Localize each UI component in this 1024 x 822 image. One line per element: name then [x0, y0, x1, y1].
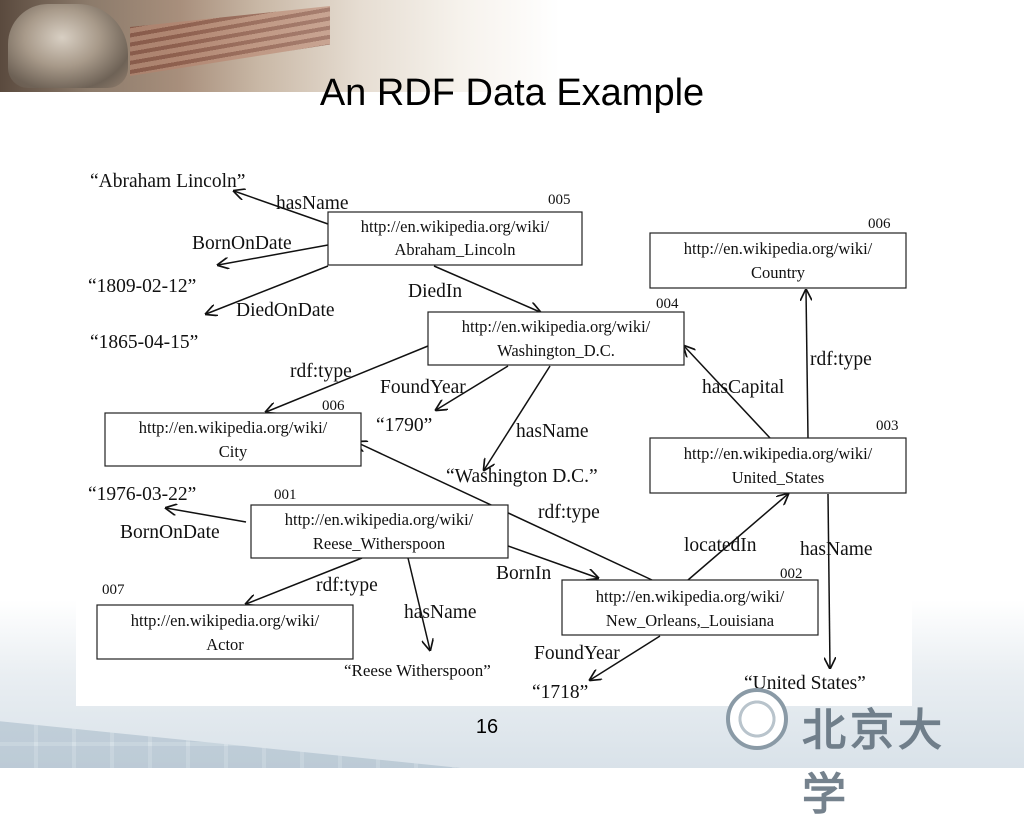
node-box	[96, 604, 354, 660]
literal-abraham-lincoln: “Abraham Lincoln”	[90, 171, 245, 192]
node-uri-line1: http://en.wikipedia.org/wiki/	[684, 444, 873, 463]
node-id: 005	[548, 192, 571, 208]
predicate-label: locatedIn	[684, 535, 757, 556]
edge-dc-foundyear	[436, 365, 509, 410]
literals: “Abraham Lincoln” “1809-02-12” “1865-04-…	[88, 171, 866, 703]
predicate-label: rdf:type	[538, 502, 600, 523]
predicate-label: hasName	[276, 193, 349, 214]
resource-node: 006 http://en.wikipedia.org/wiki/ City	[104, 398, 362, 467]
edge-neworleans-foundyear	[590, 635, 661, 680]
edge-lincoln-hasname	[234, 191, 329, 225]
resource-node: 004 http://en.wikipedia.org/wiki/ Washin…	[427, 296, 685, 366]
node-uri-line2: Abraham_Lincoln	[395, 240, 516, 259]
node-uri-line1: http://en.wikipedia.org/wiki/	[462, 317, 651, 336]
edge-dc-hasname	[484, 365, 551, 470]
rdf-graph-diagram: 005 http://en.wikipedia.org/wiki/ Abraha…	[88, 171, 907, 703]
logo-calligraphy-text: 北京大学	[802, 705, 946, 820]
node-id: 002	[780, 566, 803, 582]
predicate-label: BornIn	[496, 563, 551, 584]
resource-node: 001 http://en.wikipedia.org/wiki/ Reese_…	[250, 487, 509, 559]
page-number: 16	[475, 716, 499, 738]
node-id: 003	[876, 418, 899, 434]
edge-reese-hasname	[407, 557, 430, 650]
node-uri-line2: New_Orleans,_Louisiana	[606, 611, 775, 630]
node-box	[649, 232, 907, 289]
node-box	[250, 504, 509, 559]
literal-1790: “1790”	[376, 415, 432, 436]
node-uri-line2: Reese_Witherspoon	[313, 534, 445, 553]
slide-title: An RDF Data Example	[319, 72, 705, 114]
predicate-label: hasName	[404, 602, 477, 623]
literal-united-states: “United States”	[744, 673, 866, 694]
predicate-label: rdf:type	[290, 361, 352, 382]
edge-us-hascapital	[684, 346, 771, 439]
node-uri-line1: http://en.wikipedia.org/wiki/	[285, 510, 474, 529]
node-uri-line2: United_States	[732, 468, 825, 487]
edge-lincoln-bornondate	[218, 244, 329, 265]
edge-us-hasname	[828, 493, 830, 668]
edge-lincoln-diedin	[433, 265, 540, 312]
predicate-label: DiedOnDate	[236, 300, 335, 321]
resource-node: 006 http://en.wikipedia.org/wiki/ Countr…	[649, 216, 907, 289]
node-uri-line2: Country	[751, 263, 806, 282]
node-id: 007	[102, 582, 125, 598]
node-uri-line1: http://en.wikipedia.org/wiki/	[139, 418, 328, 437]
edges	[166, 191, 830, 680]
node-id: 006	[322, 398, 345, 414]
node-uri-line1: http://en.wikipedia.org/wiki/	[684, 239, 873, 258]
node-id: 001	[274, 487, 297, 503]
literal-washington-dc: “Washington D.C.”	[446, 466, 598, 487]
predicate-label: rdf:type	[316, 575, 378, 596]
predicate-label: BornOnDate	[192, 233, 292, 254]
predicate-label: hasName	[800, 539, 873, 560]
edge-reese-bornin	[507, 545, 598, 578]
resource-node: 003 http://en.wikipedia.org/wiki/ United…	[649, 418, 907, 494]
node-uri-line1: http://en.wikipedia.org/wiki/	[131, 611, 320, 630]
predicate-label: BornOnDate	[120, 522, 220, 543]
edge-dc-rdftype	[266, 345, 429, 412]
literal-1718: “1718”	[532, 682, 588, 703]
node-box	[327, 211, 583, 266]
edge-neworleans-locatedin	[687, 494, 788, 581]
node-id: 006	[868, 216, 891, 232]
predicate-label: hasCapital	[702, 377, 785, 398]
predicate-label: FoundYear	[534, 643, 620, 664]
literal-1865-04-15: “1865-04-15”	[90, 332, 198, 353]
node-box	[104, 412, 362, 467]
predicate-labels: hasName BornOnDate DiedOnDate DiedIn rdf…	[120, 193, 873, 664]
node-uri-line2: Actor	[206, 635, 244, 654]
resource-node: 002 http://en.wikipedia.org/wiki/ New_Or…	[561, 566, 819, 636]
resource-node: 007 http://en.wikipedia.org/wiki/ Actor	[96, 582, 354, 660]
edge-reese-rdftype	[246, 557, 363, 604]
node-uri-line2: City	[219, 442, 248, 461]
header-banner-image	[0, 0, 1024, 92]
node-uri-line2: Washington_D.C.	[497, 341, 615, 360]
node-box	[427, 311, 685, 366]
resource-node: 005 http://en.wikipedia.org/wiki/ Abraha…	[327, 192, 583, 266]
predicate-label: FoundYear	[380, 377, 466, 398]
literal-reese-witherspoon: “Reese Witherspoon”	[344, 661, 491, 680]
literal-1976-03-22: “1976-03-22”	[88, 484, 196, 505]
literal-1809-02-12: “1809-02-12”	[88, 276, 196, 297]
predicate-label: rdf:type	[810, 349, 872, 370]
predicate-label: DiedIn	[408, 281, 462, 302]
stone-lion-image	[8, 4, 128, 88]
edge-lincoln-diedondate	[206, 265, 329, 314]
edge-us-rdftype	[806, 290, 808, 439]
node-id: 004	[656, 296, 679, 312]
edge-reese-bornondate	[166, 508, 247, 523]
node-uri-line1: http://en.wikipedia.org/wiki/	[361, 217, 550, 236]
node-box	[649, 437, 907, 494]
predicate-label: hasName	[516, 421, 589, 442]
node-box	[561, 579, 819, 636]
node-uri-line1: http://en.wikipedia.org/wiki/	[596, 587, 785, 606]
pku-seal-icon	[726, 688, 788, 750]
university-logo: 北京大学	[726, 688, 986, 820]
